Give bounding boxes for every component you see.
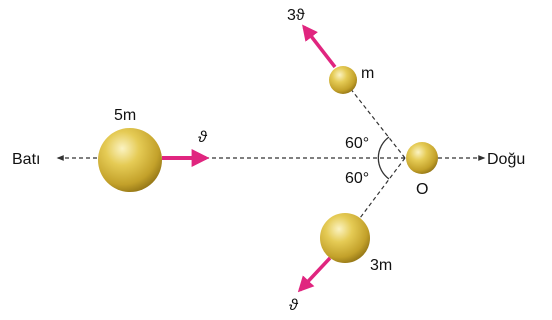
label-angle-upper: 60° <box>345 135 369 152</box>
path-line-3m <box>356 157 406 223</box>
label-east: Doğu <box>487 151 525 168</box>
label-west: Batı <box>12 151 40 168</box>
label-angle-lower: 60° <box>345 170 369 187</box>
ball-3m <box>320 213 370 263</box>
label-m: m <box>361 65 374 82</box>
ball-origin <box>406 142 438 174</box>
angle-arc <box>377 136 390 180</box>
label-origin: O <box>416 181 428 198</box>
ball-5m <box>98 128 162 192</box>
velocity-arrow-3m <box>297 256 332 293</box>
label-3m: 3m <box>370 257 392 274</box>
path-line-m <box>349 87 406 159</box>
ball-m <box>329 66 357 94</box>
label-speed-5m: ϑ <box>198 129 208 146</box>
label-speed-3m: ϑ <box>289 297 299 314</box>
label-speed-m: 3ϑ <box>287 7 305 24</box>
velocity-arrow-m <box>302 24 337 69</box>
label-5m: 5m <box>114 107 136 124</box>
